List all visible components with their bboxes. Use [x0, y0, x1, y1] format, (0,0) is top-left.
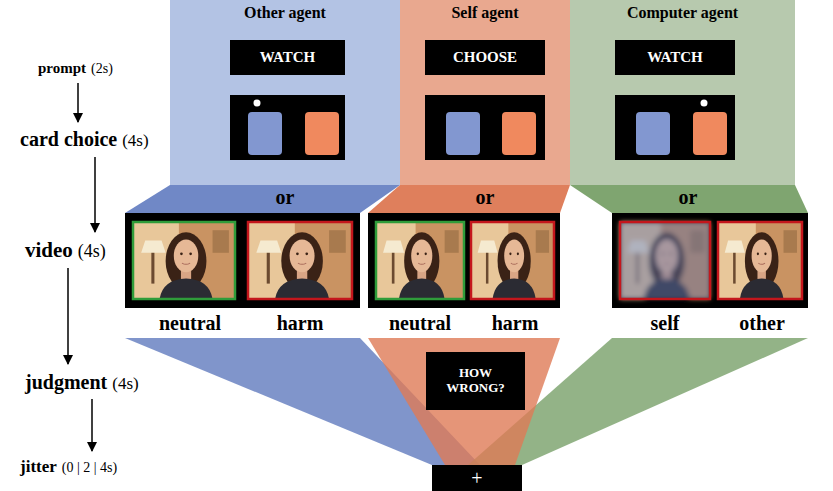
neutral-border: [376, 222, 464, 299]
node-text: Other agent: [244, 4, 326, 22]
card-screen: [425, 95, 545, 160]
node-text: WATCH: [260, 49, 316, 66]
timeline-step: judgment(4s): [25, 371, 139, 394]
choice-dot: [701, 100, 708, 107]
fan: [570, 185, 808, 213]
prompt-box: WATCH: [615, 40, 735, 75]
node-text: CHOOSE: [453, 49, 517, 66]
or-label: or: [476, 186, 495, 208]
timeline-step: video(4s): [25, 238, 106, 262]
or-label: or: [276, 186, 295, 208]
step-duration: (4s): [78, 241, 106, 262]
step-name: prompt: [38, 60, 86, 77]
choice-dot: [254, 100, 261, 107]
panel-ground: [170, 0, 400, 185]
orange-card: [305, 112, 339, 155]
timeline-step: jitter (0 | 2 | 4s): [20, 457, 117, 477]
face-photo: [376, 222, 464, 299]
video-frame: [368, 213, 560, 308]
agent-panel: Self agentCHOOSE: [400, 0, 570, 185]
step-name: video: [25, 238, 73, 262]
condition-label: harm: [492, 312, 539, 334]
step-duration: (0 | 2 | 4s): [62, 460, 117, 476]
blur-tint: [620, 222, 710, 299]
judgment-box: HOW WRONG?: [426, 352, 525, 410]
step-name: judgment: [25, 371, 107, 394]
agent-panel: Other agentWATCH: [170, 0, 400, 185]
fan: [368, 185, 570, 213]
blue-card: [248, 112, 282, 155]
neutral-border: [133, 222, 235, 299]
panel-ground: [570, 0, 795, 185]
blue-card: [636, 112, 670, 155]
video-frame: [612, 213, 808, 308]
prompt-box: CHOOSE: [425, 40, 545, 75]
face-photo: [718, 222, 802, 299]
orange-card: [693, 112, 727, 155]
video-frame: [125, 213, 360, 308]
blue-card: [446, 112, 480, 155]
step-duration: (4s): [112, 374, 138, 394]
condition-label: self: [651, 312, 680, 334]
node-text: +: [471, 467, 482, 490]
condition-label: harm: [277, 312, 324, 334]
or-label: or: [679, 186, 698, 208]
timeline-step: prompt (2s): [38, 60, 113, 77]
card-screen: [615, 95, 735, 160]
timeline-arrow: [94, 157, 96, 232]
face-photo: [620, 222, 710, 299]
panel-ground: [400, 0, 570, 185]
harm-border: [471, 222, 554, 299]
node-text: Self agent: [451, 4, 518, 22]
face-photo: [471, 222, 554, 299]
condition-label: neutral: [159, 312, 221, 334]
face-photo: [133, 222, 235, 299]
harm-border: [718, 222, 802, 299]
step-name: card choice: [20, 128, 117, 151]
face-photo: [248, 222, 352, 299]
card-screen: [230, 95, 345, 160]
node-text: HOW WRONG?: [434, 366, 517, 396]
fan: [368, 338, 560, 465]
fixation-box: +: [432, 465, 522, 491]
agent-panel: Computer agentWATCH: [570, 0, 795, 185]
timeline-arrow: [67, 268, 69, 364]
node-text: Computer agent: [627, 4, 738, 22]
step-duration: (2s): [91, 61, 113, 77]
timeline-step: card choice(4s): [20, 128, 149, 151]
condition-label: neutral: [389, 312, 451, 334]
orange-card: [502, 112, 536, 155]
blurred-photo: [620, 222, 710, 299]
step-duration: (4s): [122, 131, 148, 151]
harm-border: [620, 222, 710, 299]
timeline-arrow: [77, 83, 79, 122]
fan: [125, 185, 400, 213]
condition-label: other: [739, 312, 785, 334]
timeline-arrow: [91, 399, 93, 451]
step-name: jitter: [20, 457, 57, 477]
harm-border: [248, 222, 352, 299]
node-text: WATCH: [647, 49, 703, 66]
prompt-box: WATCH: [230, 40, 345, 75]
